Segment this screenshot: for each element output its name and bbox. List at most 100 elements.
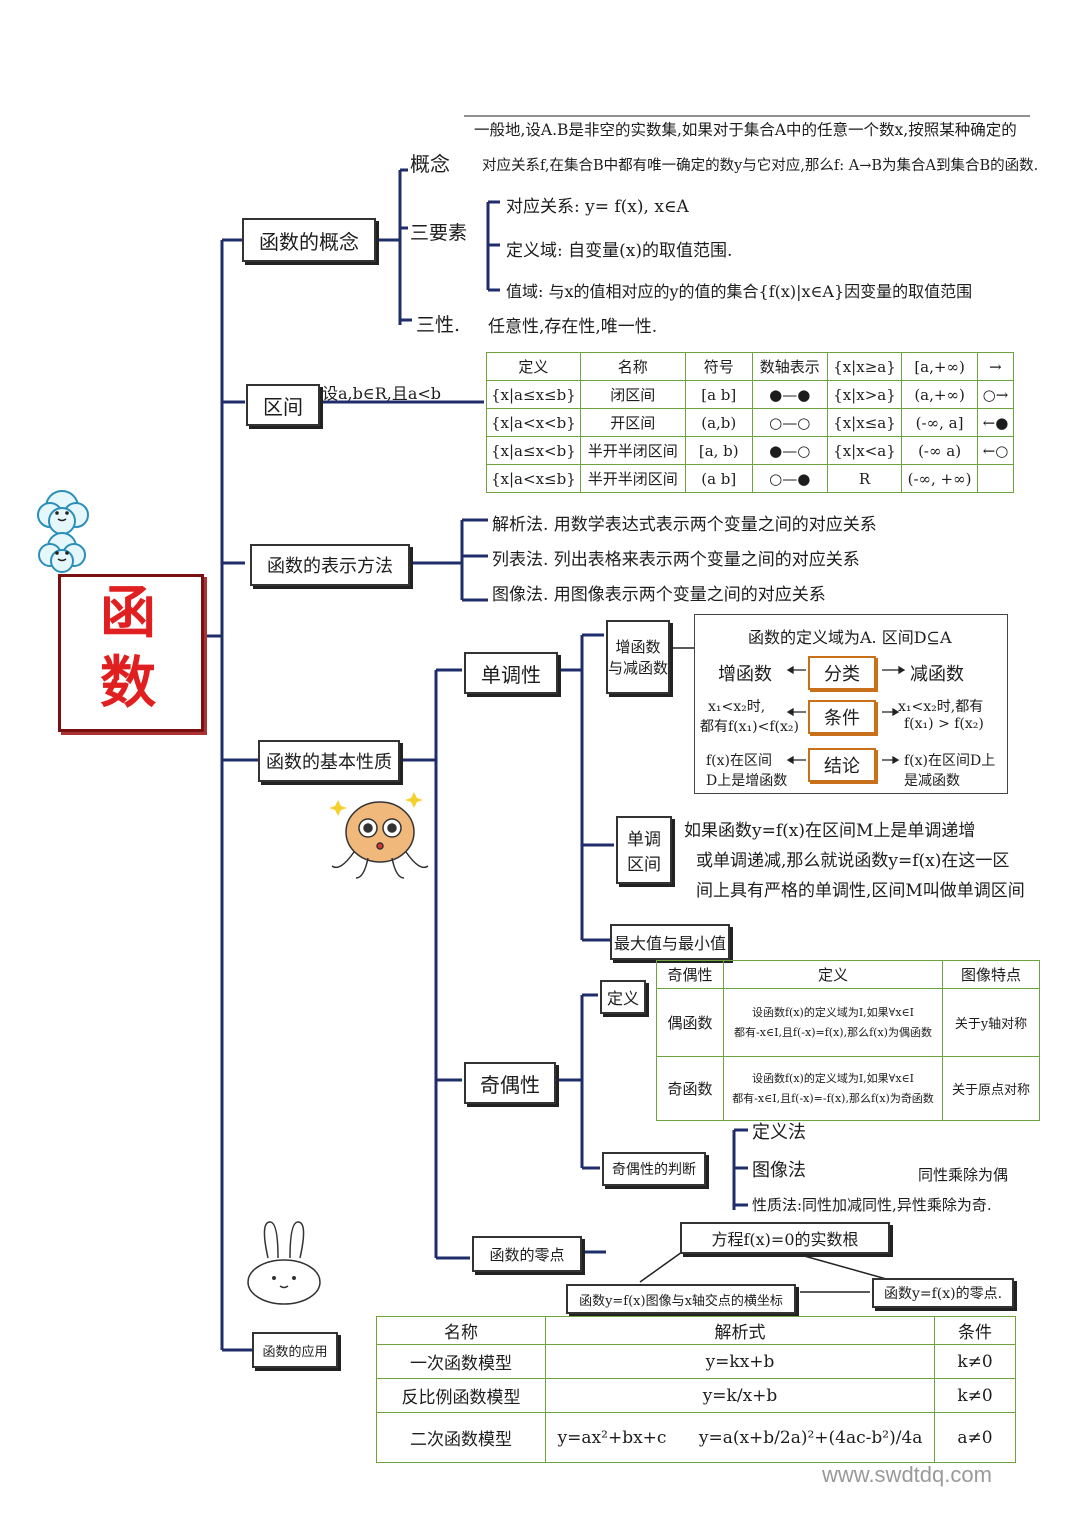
- table-cell: (-∞ a): [901, 436, 978, 465]
- table-cell: {x|x≤a}: [826, 408, 903, 437]
- odd-def-1: 设函数f(x)的定义域为I,如果∀x∈I: [751, 1071, 915, 1085]
- table-header: 定义: [723, 960, 943, 989]
- table-row: {x|a<x≤b} 半开半闭区间 (a b] ○—● R (-∞, +∞): [486, 464, 1015, 493]
- label-jian: 减函数: [910, 664, 964, 685]
- number-line-icon: ●—○: [751, 436, 828, 465]
- parity-table: 奇偶性 定义 图像特点 偶函数 设函数f(x)的定义域为I,如果∀x∈I 都有-…: [656, 960, 1040, 1121]
- table-row: 奇函数 设函数f(x)的定义域为I,如果∀x∈I 都有-x∈I,且f(-x)=-…: [656, 1056, 1040, 1121]
- cond-left-2: 都有f(x₁)<f(x₂): [700, 719, 799, 735]
- table-cell: 偶函数: [656, 988, 724, 1057]
- number-line-icon: ●—●: [751, 380, 828, 409]
- branch-concept: 函数的概念: [242, 218, 376, 262]
- table-row: 奇偶性 定义 图像特点: [656, 960, 1040, 989]
- table-cell: [976, 464, 1015, 493]
- tag-tiaojian: 条件: [808, 700, 876, 734]
- table-cell: 一次函数模型: [376, 1344, 546, 1379]
- table-header: 名称: [579, 352, 686, 381]
- table-cell: 设函数f(x)的定义域为I,如果∀x∈I 都有-x∈I,且f(-x)=f(x),…: [723, 988, 943, 1057]
- monotonic-interval-label-2: 区间: [627, 855, 661, 875]
- branch-representation: 函数的表示方法: [250, 544, 410, 586]
- application-table: 名称 解析式 条件 一次函数模型 y=kx+b k≠0 反比例函数模型 y=k/…: [376, 1316, 1016, 1463]
- concept-dingyiyu: 定义域: 自变量(x)的取值范围.: [506, 241, 733, 261]
- table-cell: 设函数f(x)的定义域为I,如果∀x∈I 都有-x∈I,且f(-x)=-f(x)…: [723, 1056, 943, 1121]
- table-cell: 半开半闭区间: [579, 436, 686, 465]
- cond-right-1: x₁<x₂时,都有: [898, 699, 984, 715]
- watermark: www.swdtdq.com: [822, 1462, 992, 1487]
- concept-sanxing-label: 三性.: [416, 314, 461, 336]
- monotonic-interval-text-3: 间上具有严格的单调性,区间M叫做单调区间: [696, 881, 1025, 901]
- table-cell: {x|a<x<b}: [486, 408, 581, 437]
- representation-method-2: 列表法. 列出表格来表示两个变量之间的对应关系: [492, 550, 860, 570]
- branch-interval: 区间: [246, 384, 320, 426]
- concept-duiying: 对应关系: y= f(x), x∈A: [506, 197, 689, 217]
- number-line-icon: ○→: [976, 380, 1015, 409]
- zero-root: 方程f(x)=0的实数根: [680, 1222, 890, 1254]
- table-cell: (-∞, a]: [901, 408, 978, 437]
- monotonic-domain-note: 函数的定义域为A. 区间D⊆A: [748, 628, 952, 647]
- table-cell: 开区间: [579, 408, 686, 437]
- node-parity-judge: 奇偶性的判断: [602, 1152, 706, 1186]
- table-cell: 反比例函数模型: [376, 1378, 546, 1413]
- table-cell: y=ax²+bx+c y=a(x+b/2a)²+(4ac-b²)/4a: [545, 1412, 935, 1463]
- table-cell: {x|x≥a}: [826, 352, 903, 381]
- concept-sanxing: 任意性,存在性,唯一性.: [488, 317, 658, 337]
- table-cell: y=kx+b: [545, 1344, 935, 1379]
- interval-table: 定义 名称 符号 数轴表示 {x|x≥a} [a,+∞) → {x|a≤x≤b}…: [486, 352, 1015, 493]
- tag-jielun: 结论: [808, 748, 876, 782]
- parity-judge-note: 同性乘除为偶: [918, 1166, 1009, 1184]
- table-cell: (a,+∞): [901, 380, 978, 409]
- node-maxmin: 最大值与最小值: [610, 924, 730, 960]
- concl-right-2: 是减函数: [904, 773, 960, 789]
- table-cell: 闭区间: [579, 380, 686, 409]
- rabbit-sticker-icon: [247, 1221, 321, 1305]
- table-cell: 奇函数: [656, 1056, 724, 1121]
- table-header: 定义: [486, 352, 581, 381]
- table-header: 解析式: [545, 1316, 935, 1345]
- label-zeng: 增函数: [718, 664, 772, 685]
- octopus-sticker-icon: [329, 792, 429, 879]
- table-cell: {x|a<x≤b}: [486, 464, 581, 493]
- number-line-icon: →: [976, 352, 1015, 381]
- table-cell: {x|a≤x≤b}: [486, 380, 581, 409]
- odd-def-2: 都有-x∈I,且f(-x)=-f(x),那么f(x)为奇函数: [732, 1091, 934, 1105]
- table-cell: {x|a≤x<b}: [486, 436, 581, 465]
- table-row: 名称 解析式 条件: [376, 1316, 1016, 1345]
- table-header: 数轴表示: [751, 352, 828, 381]
- tag-fenlei: 分类: [808, 656, 876, 690]
- table-header: 图像特点: [942, 960, 1040, 989]
- concl-left-2: D上是增函数: [706, 773, 788, 789]
- table-cell: [a b]: [684, 380, 753, 409]
- table-cell: 关于y轴对称: [942, 988, 1040, 1057]
- table-row: {x|a<x<b} 开区间 (a,b) ○—○ {x|x≤a} (-∞, a] …: [486, 408, 1015, 437]
- table-row: 定义 名称 符号 数轴表示 {x|x≥a} [a,+∞) →: [486, 352, 1015, 381]
- branch-application: 函数的应用: [252, 1332, 338, 1368]
- number-line-icon: ←●: [976, 408, 1015, 437]
- table-row: 一次函数模型 y=kx+b k≠0: [376, 1344, 1016, 1379]
- node-parity: 奇偶性: [464, 1062, 556, 1104]
- cond-left-1: x₁<x₂时,: [708, 699, 766, 715]
- table-cell: (a,b): [684, 408, 753, 437]
- table-row: {x|a≤x≤b} 闭区间 [a b] ●—● {x|x>a} (a,+∞) ○…: [486, 380, 1015, 409]
- table-cell: 二次函数模型: [376, 1412, 546, 1463]
- central-title: 函数: [100, 580, 156, 716]
- representation-method-1: 解析法. 用数学表达式表示两个变量之间的对应关系: [492, 515, 877, 535]
- monotonic-arrows: [786, 665, 906, 765]
- branch-properties: 函数的基本性质: [258, 740, 400, 782]
- representation-method-3: 图像法. 用图像表示两个变量之间的对应关系: [492, 585, 826, 605]
- table-header: 条件: [934, 1316, 1016, 1345]
- monotonic-interval-text-2: 或单调递减,那么就说函数y=f(x)在这一区: [696, 851, 1010, 871]
- table-cell: 关于原点对称: [942, 1056, 1040, 1121]
- table-header: 符号: [684, 352, 753, 381]
- table-cell: 半开半闭区间: [579, 464, 686, 493]
- table-cell: k≠0: [934, 1378, 1016, 1413]
- table-cell: {x|x>a}: [826, 380, 903, 409]
- number-line-icon: ←○: [976, 436, 1015, 465]
- table-cell: y=k/x+b: [545, 1378, 935, 1413]
- node-monotonic: 单调性: [464, 652, 558, 694]
- table-row: 偶函数 设函数f(x)的定义域为I,如果∀x∈I 都有-x∈I,且f(-x)=f…: [656, 988, 1040, 1057]
- monotonic-interval-text-1: 如果函数y=f(x)在区间M上是单调递增: [684, 821, 976, 841]
- concept-definition-line2: 对应关系f,在集合B中都有唯一确定的数y与它对应,那么f: A→B为集合A到集合…: [482, 158, 1039, 174]
- even-def-1: 设函数f(x)的定义域为I,如果∀x∈I: [751, 1005, 915, 1019]
- parity-judge-2: 图像法: [752, 1160, 806, 1181]
